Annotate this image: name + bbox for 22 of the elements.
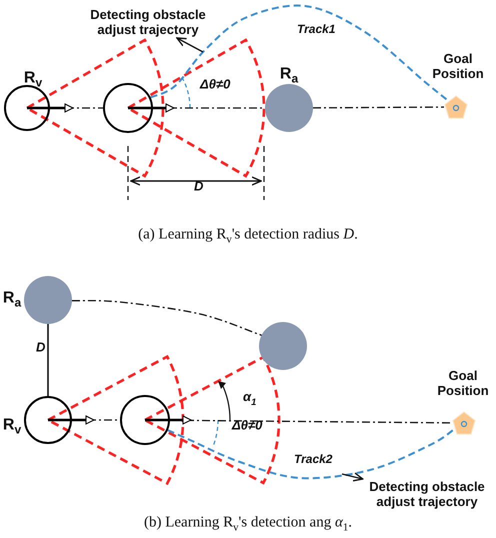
trajectory-line <box>167 428 455 480</box>
caption: (a) Learning R$_{v}$'s detection radius D. <box>138 226 358 246</box>
edge-label: Track2 <box>293 452 334 466</box>
node-label: Goal Position <box>431 52 485 82</box>
node-label: R$_{v}$ <box>2 416 22 438</box>
math-label: Δθ≠0 <box>232 418 262 432</box>
node-label: Goal Position <box>436 369 490 399</box>
math-label: α$_{1}$ <box>243 389 256 407</box>
math-label: Δθ≠0 <box>200 76 230 92</box>
edge-label: Track1 <box>296 22 336 36</box>
node-label: R$_{a}$ <box>2 290 22 310</box>
leader-arrow <box>176 37 204 53</box>
annotation-text: Detecting obstacle adjust trajectory <box>73 7 223 38</box>
math-label: D <box>194 178 204 194</box>
leader-arrow <box>342 472 364 482</box>
node-label: R$_{v}$ <box>24 70 42 90</box>
node-label: R$_{a}$ <box>280 66 298 86</box>
math-label: D <box>36 340 46 354</box>
path-line <box>72 300 264 337</box>
trajectory-line <box>150 4 448 100</box>
caption: (b) Learning R$_{v}$'s detection ang α$_{1}$. <box>144 514 352 534</box>
annotation-text: Detecting obstacle adjust trajectory <box>362 479 492 510</box>
